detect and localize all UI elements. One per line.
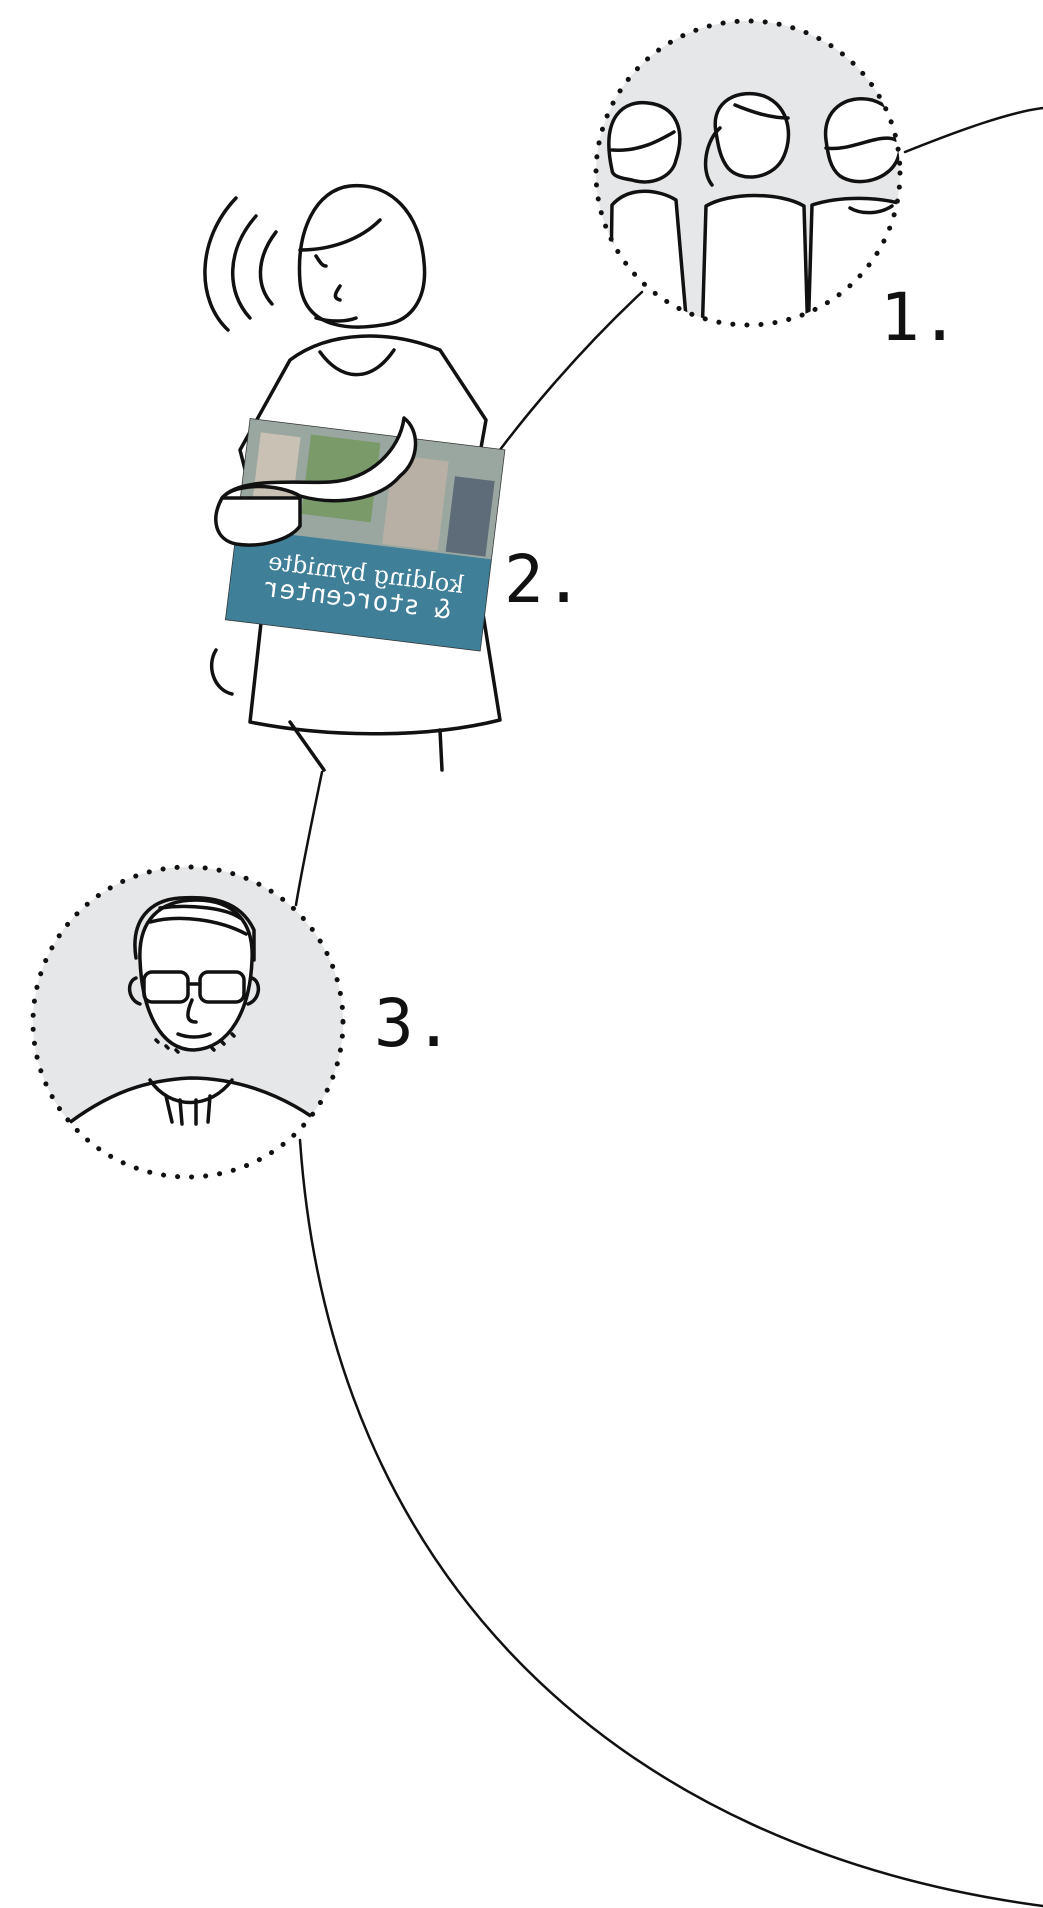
step-2-label: 2. (504, 541, 583, 618)
step-1-label: 1. (880, 279, 959, 356)
connector-line-1-top (905, 108, 1043, 152)
group-of-three-people-icon (609, 94, 910, 340)
journey-circle-arc (300, 1140, 1043, 1906)
sound-waves-icon (205, 198, 236, 330)
woman-holding-brochure-icon: kolding bymidte & storcenter (205, 186, 505, 770)
bubble-3 (33, 867, 343, 1200)
step-3-label: 3. (374, 985, 453, 1062)
connector-line-figure-to-bubble3 (296, 772, 322, 905)
